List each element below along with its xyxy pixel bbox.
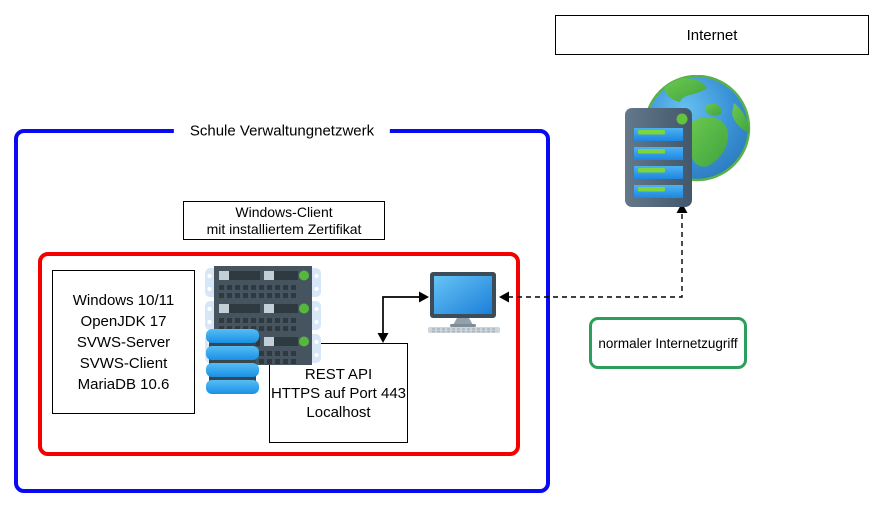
windows-client-line-1: Windows-Client (235, 203, 333, 220)
network-zone-label: Schule Verwaltungnetzwerk (173, 122, 391, 140)
database-icon (206, 329, 261, 395)
windows-client-line-2: mit installiertem Zertifikat (206, 220, 362, 237)
software-stack-box: Windows 10/11 OpenJDK 17 SVWS-Server SVW… (52, 270, 195, 414)
software-item-mariadb: MariaDB 10.6 (77, 375, 170, 393)
internet-access-label: normaler Internetzugriff (598, 335, 738, 351)
desktop-computer-icon (428, 272, 500, 333)
network-zone-schule-verwaltungnetzwerk: Schule Verwaltungnetzwerk (14, 122, 550, 493)
internet-access-box: normaler Internetzugriff (589, 317, 747, 369)
rest-api-line-2: HTTPS auf Port 443 (270, 384, 407, 402)
windows-client-box: Windows-Client mit installiertem Zertifi… (183, 201, 385, 240)
rest-api-line-1: REST API (304, 365, 373, 383)
internet-globe-server-icon (625, 75, 751, 213)
software-item-svws-server: SVWS-Server (76, 333, 171, 351)
software-item-jdk: OpenJDK 17 (80, 312, 167, 330)
rest-api-line-3: Localhost (306, 403, 371, 421)
software-item-svws-client: SVWS-Client (79, 354, 168, 372)
server-tower (625, 108, 692, 207)
client-zone (38, 252, 520, 456)
internet-box: Internet (555, 15, 869, 55)
software-item-os: Windows 10/11 (72, 291, 175, 309)
internet-label: Internet (686, 26, 738, 44)
